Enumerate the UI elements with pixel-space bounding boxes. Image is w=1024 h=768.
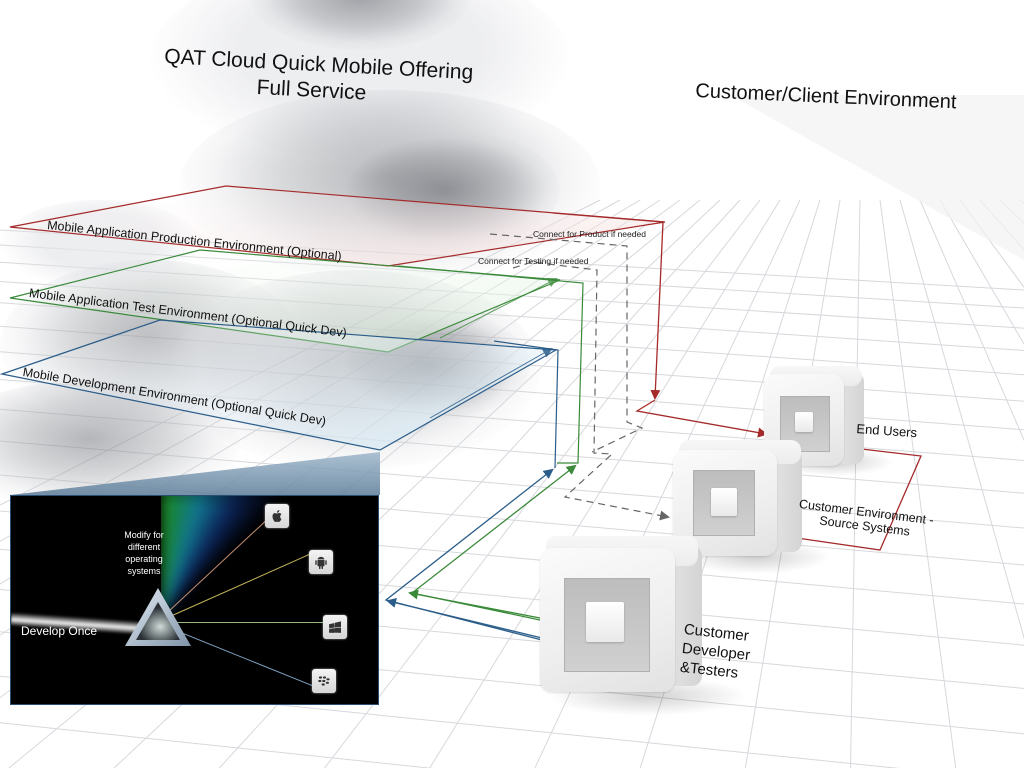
source-systems-loop xyxy=(788,447,922,551)
grid-line xyxy=(939,199,1024,345)
developers-node xyxy=(538,536,748,716)
test-connector xyxy=(397,265,584,464)
grid-line xyxy=(0,722,434,768)
developer-to-development xyxy=(384,468,554,641)
source-systems-node xyxy=(671,440,831,580)
develop-once-panel: Develop Once Modify for different operat… xyxy=(10,495,379,705)
development-connector xyxy=(493,340,559,469)
apple-icon xyxy=(265,504,289,528)
connect-testing-label: Connect for Testing if needed xyxy=(478,256,589,266)
grid-line xyxy=(534,199,801,768)
grid-line xyxy=(879,199,957,768)
production-to-end-users xyxy=(635,399,768,438)
grid-line xyxy=(429,199,781,768)
grid-line xyxy=(899,199,1024,640)
android-icon xyxy=(309,550,333,574)
developers-label: Customer Developer &Testers xyxy=(679,620,751,682)
connect-product-label: Connect for Product if needed xyxy=(533,229,646,239)
spectrum-rays xyxy=(161,496,378,704)
windows-icon xyxy=(323,615,347,639)
modify-os-label: Modify for different operating systems xyxy=(124,530,164,576)
end-users-node xyxy=(764,366,894,476)
develop-once-label: Develop Once xyxy=(21,624,98,638)
client-pyramid-backdrop xyxy=(730,95,1024,260)
grid-line xyxy=(919,199,1024,442)
grid-line xyxy=(850,199,861,768)
connect-product-dashed xyxy=(489,233,644,453)
production-connector xyxy=(552,212,664,400)
prism-icon xyxy=(125,588,191,646)
blackberry-icon xyxy=(312,669,336,693)
panel-funnel xyxy=(10,452,380,495)
connect-testing-dashed xyxy=(512,261,670,521)
production-plane xyxy=(9,185,666,267)
